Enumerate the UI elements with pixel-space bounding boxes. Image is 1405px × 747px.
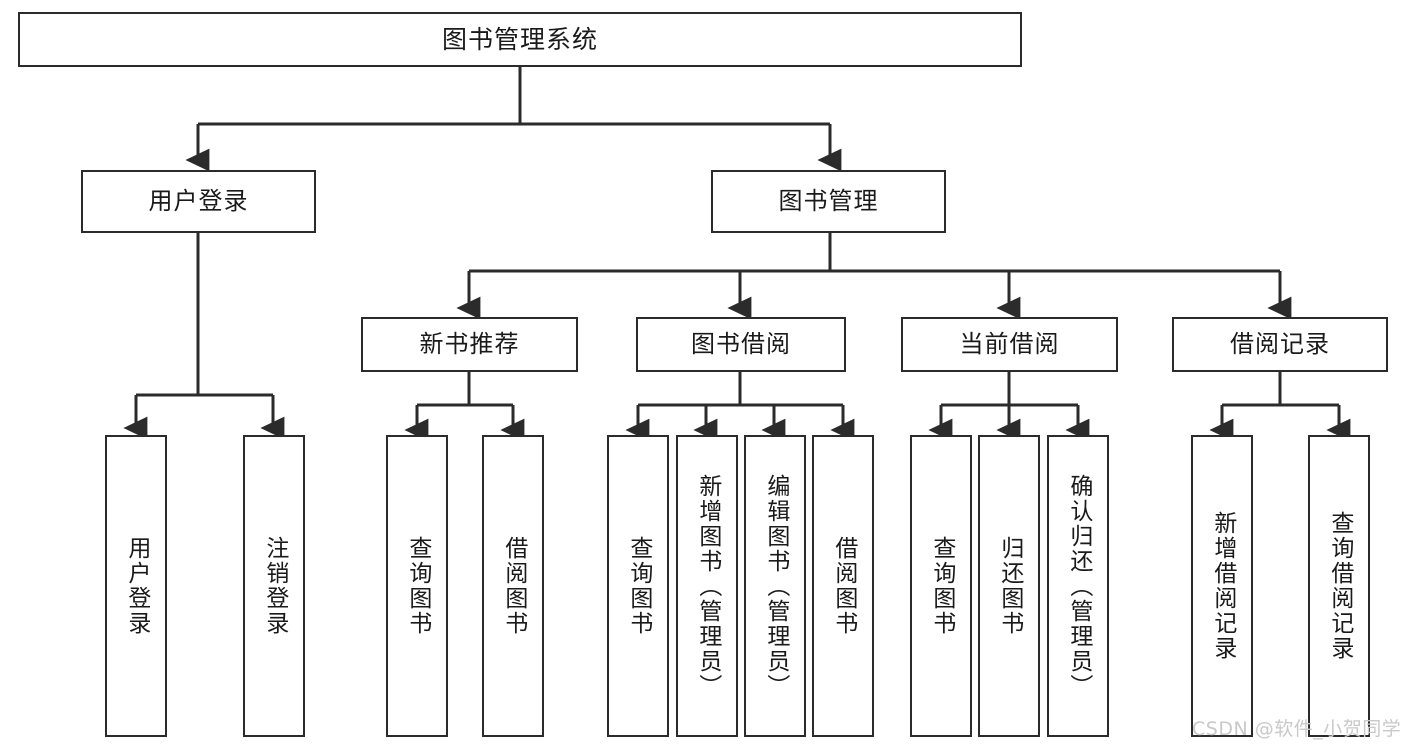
node-user-login[interactable]: 用户登录 bbox=[81, 170, 316, 233]
edges-root-to-level1 bbox=[185, 67, 842, 172]
leaf-label: 查询图书 bbox=[928, 536, 955, 636]
leaf-user-login-signout[interactable]: 注销登录 bbox=[243, 435, 305, 737]
leaf-borrow-add-book-admin[interactable]: 新增图书（管理员） bbox=[676, 435, 738, 737]
leaf-label: 归还图书 bbox=[996, 536, 1023, 636]
node-book-management[interactable]: 图书管理 bbox=[711, 170, 946, 233]
leaf-label: 用户登录 bbox=[123, 536, 150, 636]
leaf-newbook-borrow-book[interactable]: 借阅图书 bbox=[482, 435, 544, 737]
leaf-borrow-query-book[interactable]: 查询图书 bbox=[607, 435, 669, 737]
leaf-borrow-borrow-book[interactable]: 借阅图书 bbox=[812, 435, 874, 737]
leaf-newbook-query-book[interactable]: 查询图书 bbox=[386, 435, 448, 737]
leaf-record-add-record[interactable]: 新增借阅记录 bbox=[1191, 435, 1253, 737]
leaf-label: 新增图书（管理员） bbox=[694, 473, 721, 699]
edges-borrow-to-leaves bbox=[625, 372, 855, 442]
leaf-label: 注销登录 bbox=[261, 536, 288, 636]
leaf-current-confirm-return-admin[interactable]: 确认归还（管理员） bbox=[1047, 435, 1109, 737]
leaf-label: 编辑图书（管理员） bbox=[762, 473, 789, 699]
watermark-text: CSDN @软件_小贺同学 bbox=[1192, 718, 1402, 740]
edges-bookmgmt-to-level2 bbox=[456, 233, 1292, 320]
leaf-label: 查询借阅记录 bbox=[1326, 511, 1353, 661]
edges-record-to-leaves bbox=[1209, 372, 1351, 442]
node-book-borrow[interactable]: 图书借阅 bbox=[636, 317, 846, 372]
leaf-borrow-edit-book-admin[interactable]: 编辑图书（管理员） bbox=[744, 435, 806, 737]
edges-newbook-to-leaves bbox=[404, 372, 525, 442]
leaf-label: 确认归还（管理员） bbox=[1065, 473, 1092, 699]
leaf-current-query-book[interactable]: 查询图书 bbox=[910, 435, 972, 737]
edges-current-to-leaves bbox=[928, 372, 1090, 442]
node-new-book-recommend[interactable]: 新书推荐 bbox=[361, 317, 578, 372]
leaf-label: 借阅图书 bbox=[830, 536, 857, 636]
leaf-label: 查询图书 bbox=[625, 536, 652, 636]
leaf-current-return-book[interactable]: 归还图书 bbox=[978, 435, 1040, 737]
edges-userlogin-to-leaves bbox=[123, 233, 285, 440]
leaf-label: 新增借阅记录 bbox=[1209, 511, 1236, 661]
node-current-borrow[interactable]: 当前借阅 bbox=[901, 317, 1118, 372]
node-borrow-record[interactable]: 借阅记录 bbox=[1172, 317, 1388, 372]
leaf-label: 查询图书 bbox=[404, 536, 431, 636]
leaf-record-query-record[interactable]: 查询借阅记录 bbox=[1308, 435, 1370, 737]
leaf-label: 借阅图书 bbox=[500, 536, 527, 636]
leaf-user-login-signin[interactable]: 用户登录 bbox=[105, 435, 167, 737]
node-root-system[interactable]: 图书管理系统 bbox=[18, 12, 1022, 67]
